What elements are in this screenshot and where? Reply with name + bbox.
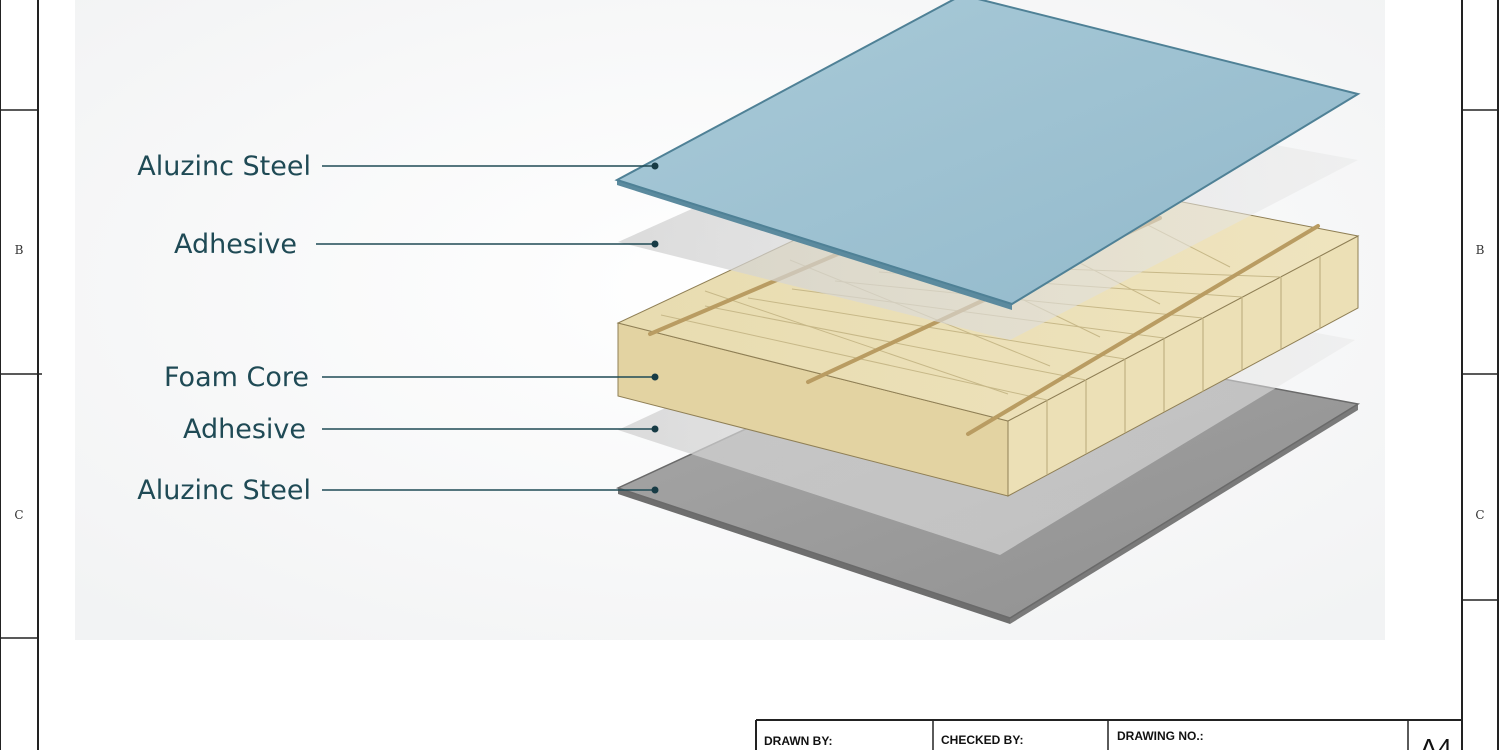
title-block-checked-by: CHECKED BY: <box>941 733 1023 747</box>
zone-label-left-b: B <box>15 243 24 257</box>
title-block-sheet-size: A4 <box>1420 733 1452 750</box>
right-zone-strip: B C <box>1461 0 1499 750</box>
label-top-adhesive: Adhesive <box>174 229 297 260</box>
title-block-drawn-by: DRAWN BY: <box>764 734 832 748</box>
zone-label-left-c: C <box>14 508 23 522</box>
left-zone-strip: B C <box>0 0 42 750</box>
title-block: DRAWN BY: CHECKED BY: DRAWING NO.: A4 <box>755 719 1462 750</box>
leader-lines <box>316 165 655 491</box>
label-foam-core: Foam Core <box>164 362 309 393</box>
label-top-aluzinc-steel: Aluzinc Steel <box>137 151 311 182</box>
label-bottom-adhesive: Adhesive <box>183 414 306 445</box>
layer-top-steel <box>614 0 1361 310</box>
leader-dots <box>651 162 659 494</box>
label-bottom-aluzinc-steel: Aluzinc Steel <box>137 475 311 506</box>
title-block-drawing-no: DRAWING NO.: <box>1117 729 1204 743</box>
zone-label-right-c: C <box>1475 508 1484 522</box>
foam-side-segments <box>1046 256 1321 475</box>
zone-label-right-b: B <box>1476 243 1485 257</box>
